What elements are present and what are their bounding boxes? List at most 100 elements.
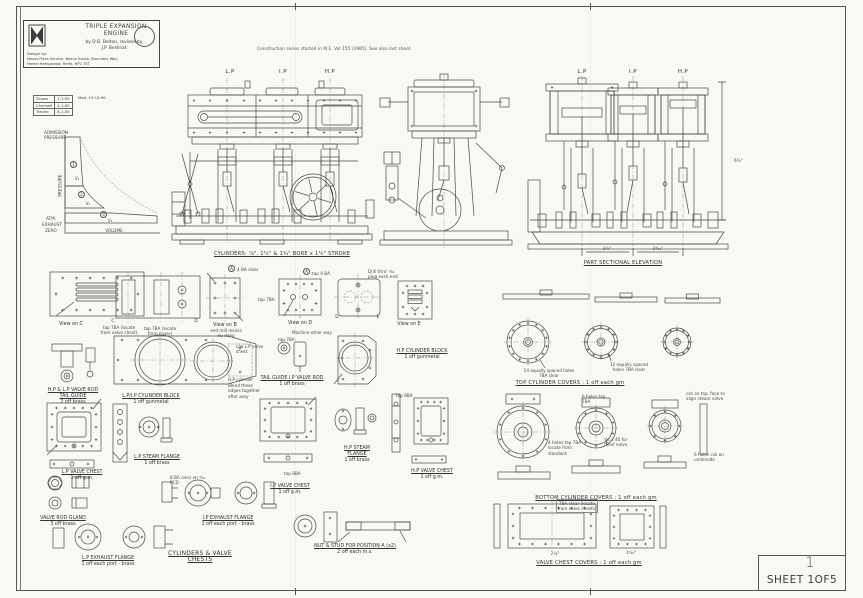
pv-region-3: 3 xyxy=(100,211,107,218)
note-tap-8ba-2: tap 8BA xyxy=(284,471,301,476)
ip-exhaust-label: I.P EXHAUST FLANGE 1 off each port - bra… xyxy=(196,516,260,528)
publisher-address-line1: Nexus Plans Service, Nexus House, Bounda… xyxy=(27,57,119,61)
view-on-c-caption: View on C xyxy=(59,322,83,327)
sheet-number-box xyxy=(758,555,846,591)
hp-lp-tail-guide-drawing xyxy=(46,336,100,386)
valve-rod-gland-drawing xyxy=(42,472,136,514)
lp-valve-chest-side-drawing xyxy=(48,457,98,471)
rev-date: 1-1-85 xyxy=(54,95,73,103)
pv-region-1: 1 xyxy=(70,161,77,168)
note-tap-4ba: tap 4 BA xyxy=(312,271,330,276)
pv-v3-label: V₃ xyxy=(107,218,113,223)
lp-ip-block-label: L.P/I.P CYLINDER BLOCK 1 off gunmetal xyxy=(116,394,186,406)
mod-date: Mod. 19-10-90 xyxy=(78,95,106,100)
part-name: TAIL GUIDE I.P VALVE ROD xyxy=(260,376,324,381)
sect-dim-right: 2⁹⁄₁₆" xyxy=(652,246,664,251)
ip-valve-chest-drawing xyxy=(256,395,322,447)
hp-valve-chest-side-drawing xyxy=(386,392,406,458)
ip-chest-label: I.P VALVE CHEST 1 off g.m. xyxy=(264,484,316,496)
view-on-e-drawing xyxy=(394,276,436,324)
nut-stud-label: NUT & STUD FOR POSITION A (x2) 2 off eac… xyxy=(309,544,401,556)
lp-valve-chest-drawing xyxy=(43,398,105,456)
note-tap-7ba-2: tap 7BA xyxy=(278,337,295,342)
pv-v1-label: V₁ xyxy=(74,176,80,181)
view-on-d-caption: View on D xyxy=(287,321,313,326)
note-tap-8ba: tap 8BA xyxy=(396,393,413,398)
sect-dim-left: 2¼" xyxy=(602,246,612,251)
pv-admission-line2: PRESSURE xyxy=(44,135,67,140)
part-name: H.P & L.P VALVE ROD xyxy=(47,388,99,393)
vcc-dim-2: 1⁹⁄₁₆" xyxy=(625,550,637,555)
lp-steam-flange-drawing xyxy=(136,412,174,454)
rev-date: 8-1-85 xyxy=(54,108,73,116)
pv-v2-label: V₂ xyxy=(85,201,91,206)
fold-tick xyxy=(295,588,296,595)
note-4ba-clear: 4 BA clear xyxy=(237,267,259,272)
bottom-covers-caption: BOTTOM CYLINDER COVERS : 1 off each gm xyxy=(535,495,657,501)
front-elevation-drawing xyxy=(170,64,378,256)
gland-label: VALVE ROD GLAND 3 off brass xyxy=(38,516,88,528)
sect-lp-label: L.P xyxy=(577,69,587,75)
sect-hp-label: H.P xyxy=(677,69,689,75)
part-sectional-elevation-drawing xyxy=(526,62,731,262)
pv-pressure-axis-label: PRESSURE xyxy=(57,174,63,197)
part-name2: TAIL GUIDE xyxy=(59,394,87,400)
hp-steam-flange-drawing xyxy=(330,398,380,444)
byline-reviser: J.P. Bertinat xyxy=(101,45,127,51)
rev-date: 4-1-85 xyxy=(54,101,73,109)
part-qty: 1 off each port - brass xyxy=(81,562,135,568)
lp-ip-block-side-drawing xyxy=(108,402,132,468)
hp-block-label: H.P CYLINDER BLOCK 1 off gunmetal xyxy=(390,349,454,361)
pv-zero-label: ZERO xyxy=(45,228,57,233)
top-cylinder-covers-drawing xyxy=(495,262,730,390)
part-name: I.P VALVE CHEST xyxy=(270,484,310,489)
hp-valve-chest-drawing xyxy=(410,394,454,450)
hp-valve-chest-strip-drawing xyxy=(410,453,450,466)
part-qty: 1 off brass xyxy=(279,382,305,388)
view-on-b-caption: View on B xyxy=(213,323,237,328)
hp-cylinder-block-drawing xyxy=(330,330,384,388)
part-name: H.P STEAM FLANGE xyxy=(344,446,370,458)
part-qty: 1 off each port - brass xyxy=(201,522,255,528)
vcc-dim-1: 2⅛" xyxy=(550,551,560,556)
note-blend-edges: Blend these edges together after assy xyxy=(228,383,261,399)
position-a-marker: A xyxy=(228,265,235,272)
part-name: L.P EXHAUST FLANGE xyxy=(82,556,134,561)
part-name: L.P STEAM FLANGE xyxy=(134,455,180,460)
hp-steam-flange-label: H.P STEAM FLANGE 1 off brass xyxy=(334,446,380,465)
note-6-holes: 6 holes tap 7BA xyxy=(582,394,606,405)
section-title: CYLINDERS & VALVE CHESTS xyxy=(168,551,232,563)
view-on-d-drawing xyxy=(274,274,326,320)
ip-exhaust-flange-drawing xyxy=(158,470,302,516)
drawing-title-line2: ENGINE xyxy=(103,31,129,37)
plan-section-de-drawing xyxy=(334,272,384,322)
part-qty: 1 off gunmetal xyxy=(133,400,169,406)
approval-stamp-circle xyxy=(134,26,155,47)
sheet-number: 1 xyxy=(805,555,815,571)
part-qty: 1 off g.m. xyxy=(420,475,444,481)
pv-volume-axis-label: VOLUME xyxy=(105,228,123,233)
part-sectional-caption: PART SECTIONAL ELEVATION xyxy=(583,260,663,266)
pv-exhaust-label: EXHAUST xyxy=(42,222,62,227)
cylinders-caption: CYLINDERS: ⅞", 1¼" & 1¾" BORE x 1¼" STRO… xyxy=(213,251,351,257)
part-qty: 2 off each m.s. xyxy=(337,550,373,556)
sect-ip-label: I.P xyxy=(629,69,637,75)
fold-tick xyxy=(295,3,296,10)
part-name: I.P EXHAUST FLANGE xyxy=(202,516,254,521)
pv-admission-line1: ADMISSION xyxy=(44,130,68,135)
fold-crease-left xyxy=(295,6,296,591)
note-hp-cylinder: H.P cylinder xyxy=(228,377,253,382)
note-cw-chest: c/w L.P valve chest xyxy=(236,344,264,355)
end-elevation-drawing xyxy=(378,68,518,252)
valve-chest-covers-drawing xyxy=(492,500,672,552)
note-4-holes: 4 holes tap 7BA locate from standard xyxy=(548,440,582,456)
part-name: L.P/I.P CYLINDER BLOCK xyxy=(122,394,180,399)
top-covers-caption: TOP CYLINDER COVERS : 1 off each gm xyxy=(515,380,625,386)
note-drill-thro: Drill thro' ⁵⁄₆₄ plug each end xyxy=(368,269,398,280)
rev-label: Checked xyxy=(32,101,56,109)
section-marker-d2: D xyxy=(335,315,339,320)
part-qty: 1 off brass xyxy=(144,461,170,467)
